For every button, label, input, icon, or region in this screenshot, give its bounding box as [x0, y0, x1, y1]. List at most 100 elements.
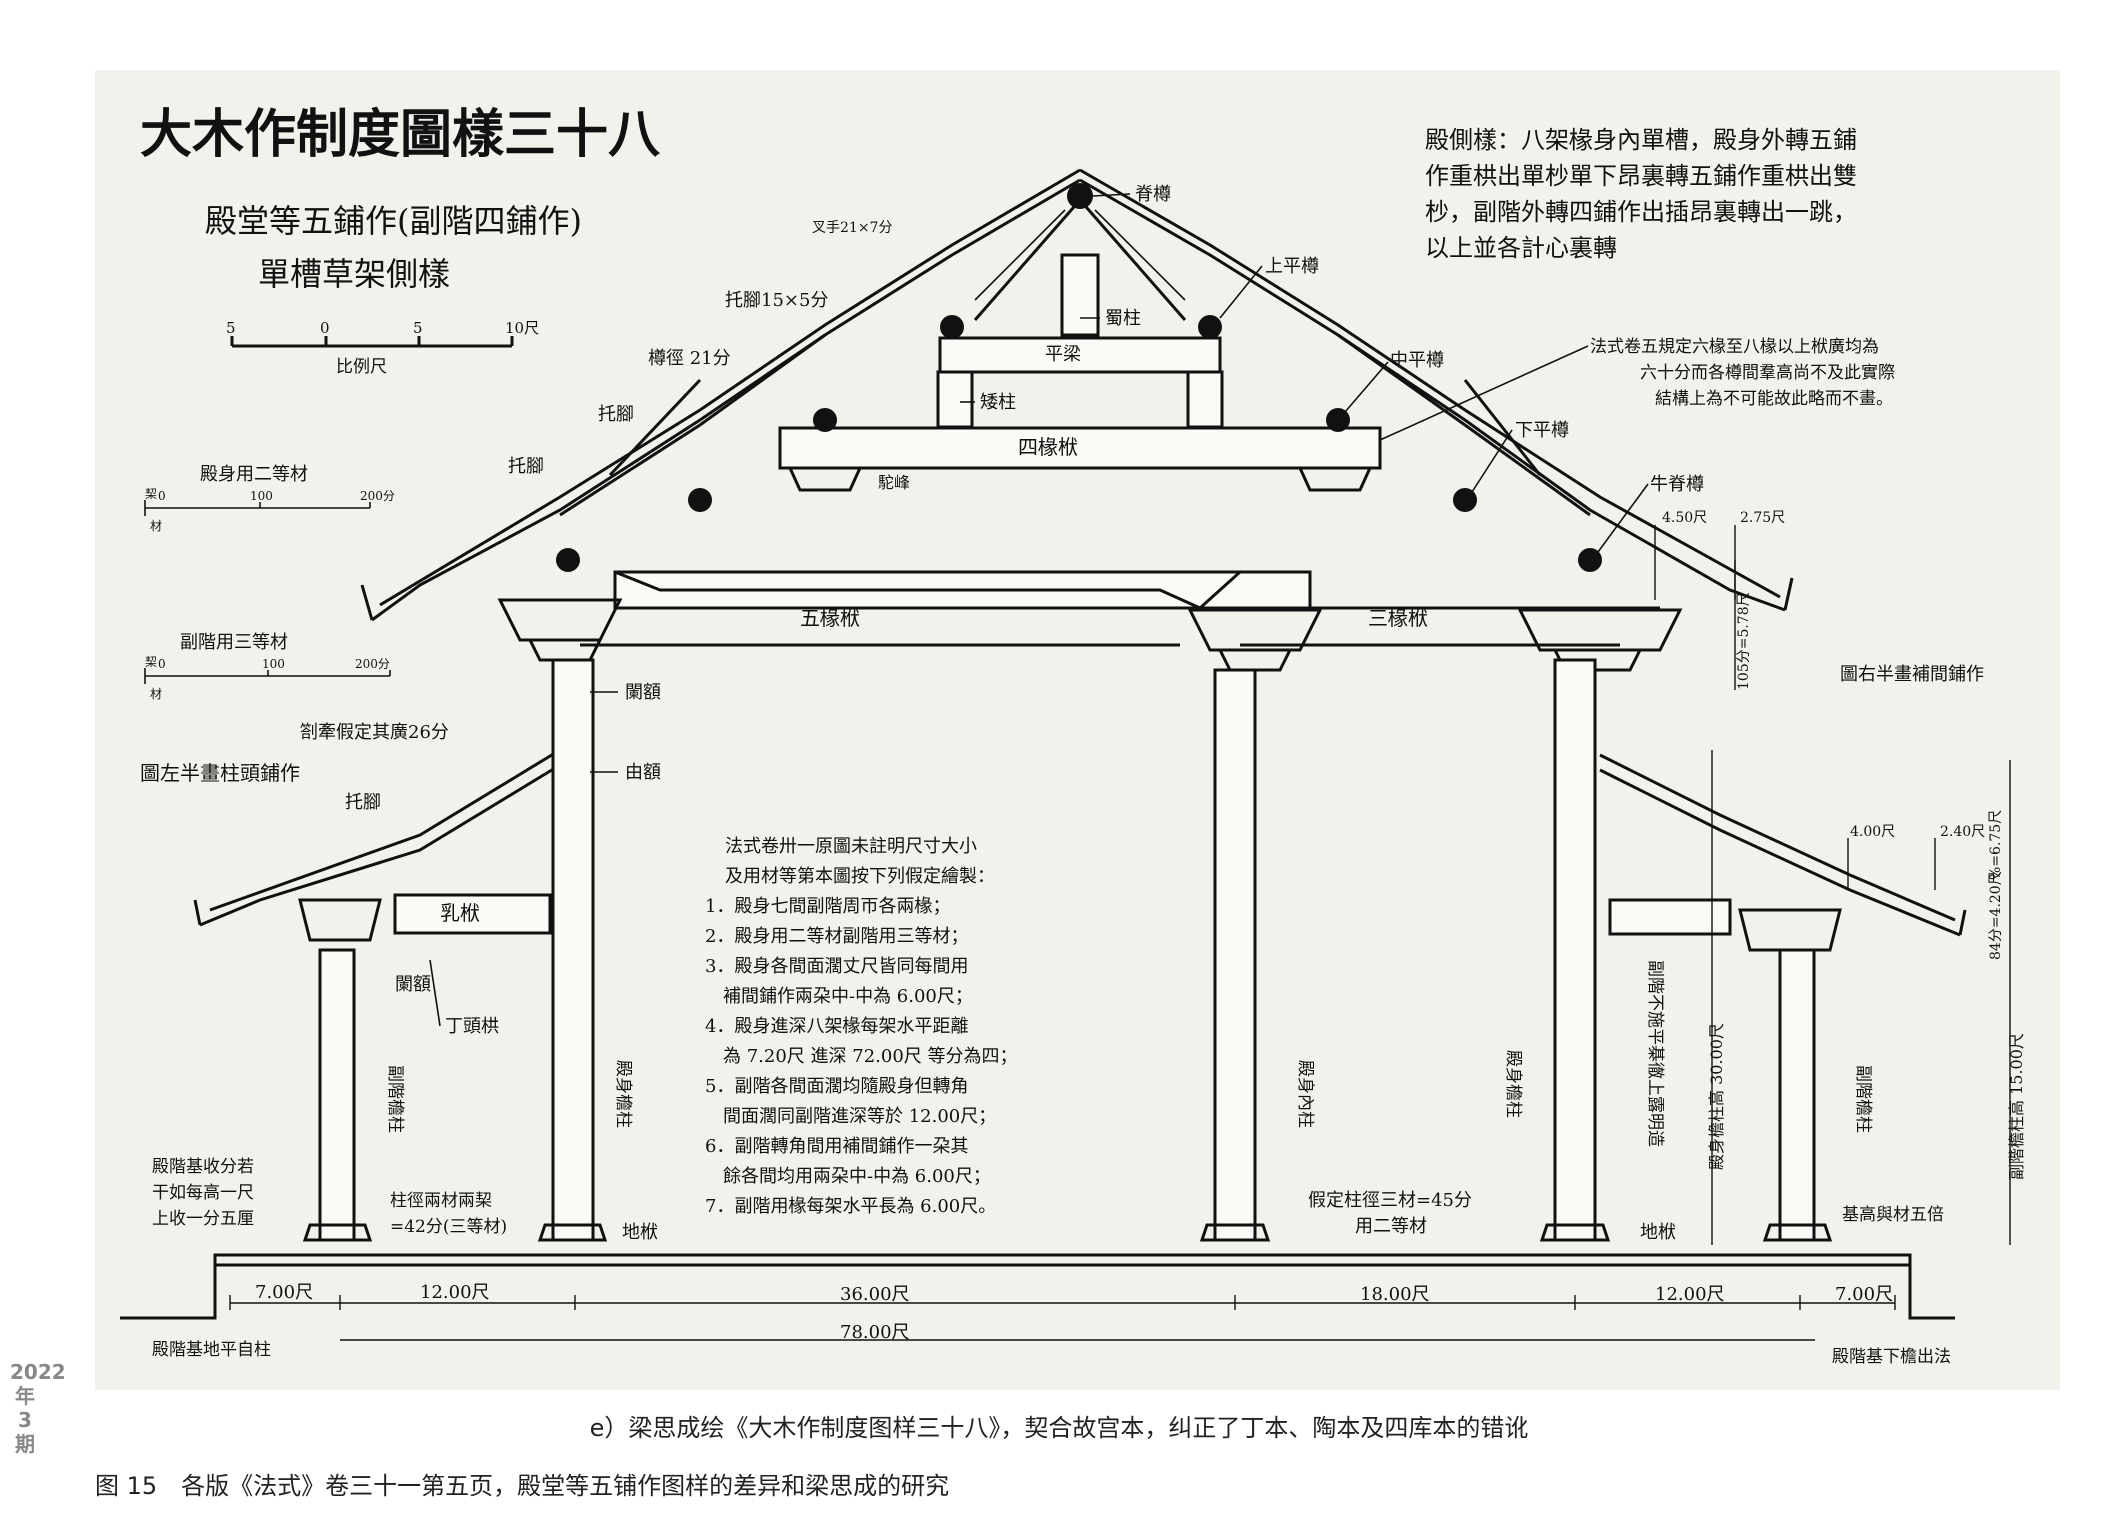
note-right-mid: 法式卷五規定六椽至八椽以上栿廣均為 六十分而各樽間羣高尚不及此實際 結構上為不可…: [1379, 337, 1895, 441]
label-platform-base: 殿階基地平自柱: [152, 1340, 271, 1360]
label-ru-fu: 乳栿: [440, 901, 480, 925]
dim-700-left: 7.00尺: [255, 1282, 313, 1303]
note-right-mid-line-2: 六十分而各樽間羣高尚不及此實際: [1640, 363, 1895, 383]
hall-material-scale: 殿身用二等材 栔 材 0 100 200分: [144, 464, 395, 533]
note-top-right: 殿側樣：八架椽身內單槽，殿身外轉五鋪 作重栱出單杪單下昂裏轉五鋪作重栱出雙 杪，…: [1425, 126, 1857, 262]
aisle-column-right: [1778, 948, 1816, 1242]
label-brace-2: 托腳: [598, 404, 634, 425]
label-aisle-no-ceiling: 副階不施平棊徹上露明造: [1645, 960, 1665, 1147]
label-brace-1: 托腳15×5分: [725, 290, 828, 311]
columns: [302, 658, 1833, 1242]
purlins: [556, 183, 1602, 572]
upper-purlin-right-icon: [1198, 315, 1222, 339]
note-top-right-line-3: 杪，副階外轉四鋪作出插昂裏轉出一跳，: [1425, 198, 1857, 226]
label-assumed-diameter-2: 用二等材: [1355, 1216, 1427, 1237]
label-hall-inner-column: 殿身內柱: [1295, 1060, 1315, 1128]
scale-tick-2: 0: [320, 319, 330, 337]
plate-title: 大木作制度圖樣三十八: [140, 104, 661, 165]
label-lower-architrave: 由額: [625, 762, 661, 783]
hall-scale-tick-0: 0: [158, 489, 166, 503]
leader-lines: [429, 193, 1649, 1027]
note-right-mid-line-3: 結構上為不可能故此略而不畫。: [1655, 389, 1893, 409]
label-purlin-diameter: 樽徑 21分: [648, 348, 731, 369]
note-center-line-7: 4．殿身進深八架椽每架水平距離: [705, 1016, 968, 1037]
aisle-material-scale: 副階用三等材 栔 材 0 100 200分: [144, 632, 391, 701]
label-middle-purlin: 中平樽: [1390, 350, 1444, 371]
label-base-height: 基高與材五倍: [1842, 1205, 1944, 1225]
label-ox-ridge-purlin: 牛脊樽: [1650, 474, 1704, 495]
hall-inner-column: [1213, 668, 1257, 1242]
label-lower-purlin: 下平樽: [1515, 420, 1569, 441]
label-ding-tou-gong: 丁頭栱: [445, 1016, 499, 1037]
label-architrave: 闌額: [625, 682, 661, 703]
dim-700-right: 7.00尺: [1835, 1284, 1893, 1305]
platform: [120, 1253, 1955, 1320]
dim-240: 2.40尺: [1940, 824, 1985, 840]
label-column-diameter-2: =42分(三等材): [390, 1217, 507, 1237]
hall-scale-small-1: 栔: [145, 487, 157, 501]
note-center-line-11: 6．副階轉角間用補間鋪作一朶其: [705, 1136, 968, 1157]
label-three-rafter-beam: 三椽栿: [1368, 606, 1428, 630]
label-hall-column-height: 殿身檐柱高 30.00尺: [1707, 1023, 1726, 1170]
scale-tick-4: 10尺: [505, 319, 539, 337]
note-center-line-6: 補間鋪作兩朶中-中為 6.00尺；: [705, 986, 973, 1007]
scale-label: 比例尺: [336, 357, 387, 377]
note-center-line-12: 餘各間均用兩朶中-中為 6.00尺；: [705, 1166, 991, 1187]
figure-subcaption: e）梁思成绘《大木作制度图样三十八》，契合故宫本，纠正了丁本、陶本及四库本的错讹: [589, 1414, 1529, 1442]
dim-450: 4.50尺: [1662, 510, 1707, 526]
ox-ridge-purlin-left-icon: [556, 548, 580, 572]
aisle-column-left: [318, 948, 356, 1242]
upper-purlin-left-icon: [940, 315, 964, 339]
aisle-scale-tick-2: 200分: [355, 657, 390, 671]
hall-scale-tick-1: 100: [250, 489, 273, 503]
dim-1200-right: 12.00尺: [1655, 1284, 1725, 1305]
scale-bar: 5 0 5 10尺 比例尺: [226, 319, 539, 377]
note-top-right-line-4: 以上並各計心裏轉: [1425, 234, 1617, 262]
label-hall-column-left: 殿身檐柱: [613, 1060, 633, 1128]
label-aisle-column-right: 副階檐柱: [1853, 1065, 1873, 1133]
dim-275: 2.75尺: [1740, 510, 1785, 526]
note-center-line-8: 為 7.20尺 進深 72.00尺 等分為四；: [705, 1046, 1018, 1067]
lower-purlin-right-icon: [1453, 488, 1477, 512]
dim-400: 4.00尺: [1850, 824, 1895, 840]
label-platform-note-1: 殿階基收分若: [152, 1157, 254, 1177]
hall-eave-column-right: [1553, 658, 1597, 1242]
label-platform-eave: 殿階基下檐出法: [1832, 1347, 1951, 1367]
short-post-left: [936, 370, 974, 429]
note-center-line-1: 法式卷卅一原圖未註明尺寸大小: [725, 836, 977, 857]
flat-beam: [938, 336, 1222, 374]
label-sill-left: 地栿: [622, 1222, 658, 1243]
ridge-purlin-icon: [1067, 183, 1093, 209]
label-ridge-purlin: 脊樽: [1135, 184, 1171, 205]
label-aisle-column-height: 副階檐柱高 15.00尺: [2007, 1033, 2026, 1180]
figure-caption: 图 15 各版《法式》卷三十一第五页，殿堂等五铺作图样的差异和梁思成的研究: [95, 1472, 950, 1500]
note-center-line-9: 5．副階各間面濶均隨殿身但轉角: [705, 1076, 968, 1097]
aisle-beam-right: [1608, 898, 1732, 936]
aisle-scale-small-1: 栔: [145, 655, 157, 669]
label-camel-hump: 駝峰: [878, 473, 910, 492]
middle-purlin-left-icon: [813, 408, 837, 432]
bracket-sets: [298, 598, 1842, 952]
hall-scale-tick-2: 200分: [360, 489, 395, 503]
label-architrave-2: 闌額: [395, 974, 431, 995]
plate-subtitle-1: 殿堂等五鋪作(副階四鋪作): [205, 202, 582, 240]
label-zha-qian: 劄牽假定其廣26分: [300, 722, 449, 743]
aisle-beam: [393, 893, 552, 935]
note-top-right-line-1: 殿側樣：八架椽身內單槽，殿身外轉五鋪: [1425, 126, 1857, 154]
label-sill-right: 地栿: [1640, 1222, 1676, 1243]
aisle-scale-label: 副階用三等材: [180, 632, 288, 653]
aisle-scale-tick-1: 100: [262, 657, 285, 671]
aisle-scale-tick-0: 0: [158, 657, 166, 671]
note-right-mid-line-1: 法式卷五規定六椽至八椽以上栿廣均為: [1590, 337, 1879, 357]
label-hall-column-right: 殿身檐柱: [1503, 1050, 1523, 1118]
dim-1200-left: 12.00尺: [420, 1282, 490, 1303]
dimension-lines: [229, 525, 2011, 1341]
ox-ridge-purlin-right-icon: [1578, 548, 1602, 572]
note-center-line-3: 1．殿身七間副階周帀各兩椽；: [705, 896, 950, 917]
roof-structure: [360, 168, 1794, 647]
label-flat-beam: 平梁: [1045, 344, 1081, 365]
note-center: 法式卷卅一原圖未註明尺寸大小 及用材等第本圖按下列假定繪製： 1．殿身七間副階周…: [705, 836, 1018, 1217]
lower-purlin-left-icon: [688, 488, 712, 512]
scale-tick-1: 5: [226, 319, 236, 337]
